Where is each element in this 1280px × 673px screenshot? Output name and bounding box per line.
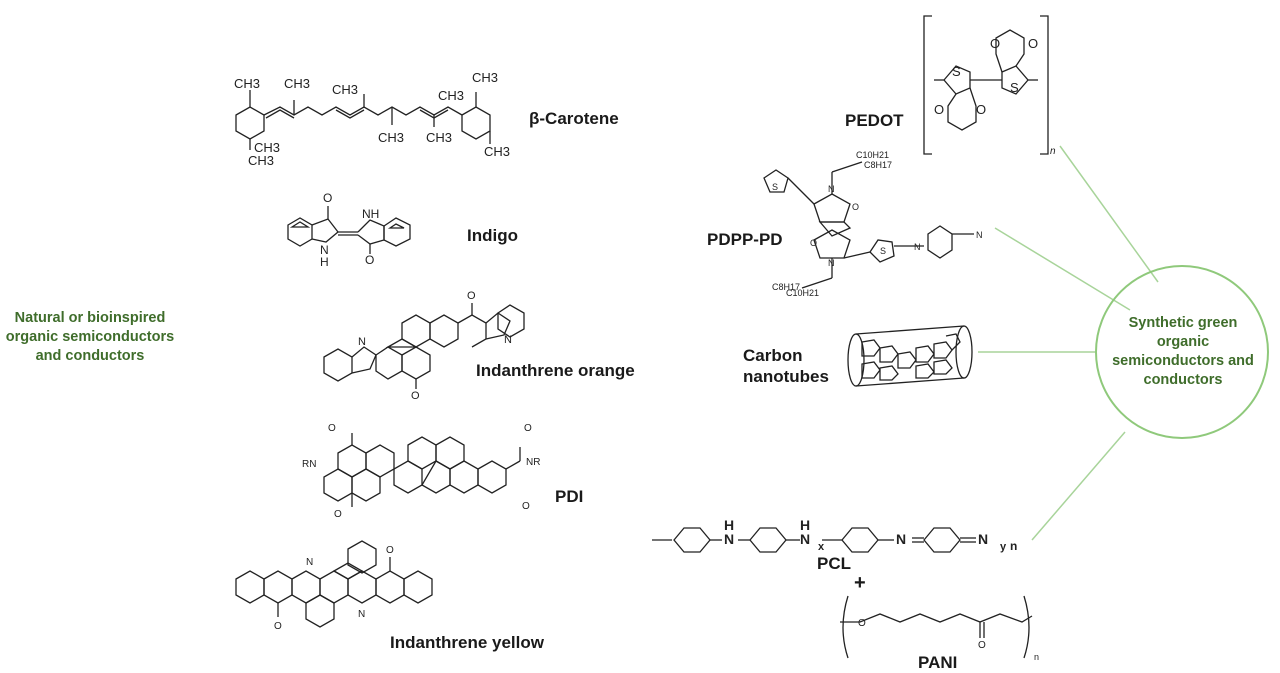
pani-label: PANI bbox=[918, 653, 958, 672]
plus-sign: + bbox=[854, 572, 866, 594]
svg-text:CH3: CH3 bbox=[284, 76, 310, 91]
svg-text:RN: RN bbox=[302, 459, 316, 470]
svg-text:O: O bbox=[467, 290, 476, 302]
svg-text:N: N bbox=[800, 531, 810, 547]
svg-text:N: N bbox=[724, 531, 734, 547]
indigo-label: Indigo bbox=[467, 226, 518, 245]
svg-text:N: N bbox=[976, 230, 983, 240]
svg-text:N: N bbox=[896, 531, 906, 547]
pcl-label: PCL bbox=[817, 554, 851, 573]
svg-text:O: O bbox=[386, 545, 394, 556]
beta-carotene-label: β-Carotene bbox=[529, 109, 619, 128]
svg-text:O: O bbox=[990, 36, 1000, 51]
svg-text:O: O bbox=[365, 253, 374, 267]
svg-text:O: O bbox=[522, 501, 530, 512]
svg-text:CH3: CH3 bbox=[484, 144, 510, 159]
svg-text:NH: NH bbox=[362, 207, 379, 221]
svg-text:O: O bbox=[323, 191, 332, 205]
svg-text:H: H bbox=[320, 255, 329, 269]
svg-text:n: n bbox=[1050, 146, 1056, 157]
indanthrene-yellow-structure: O O N N bbox=[235, 540, 433, 632]
svg-text:H: H bbox=[724, 517, 734, 533]
indanthrene-yellow-label: Indanthrene yellow bbox=[390, 633, 544, 652]
svg-text:n: n bbox=[1034, 652, 1039, 662]
svg-text:O: O bbox=[978, 640, 986, 651]
svg-text:S: S bbox=[880, 246, 886, 256]
svg-text:CH3: CH3 bbox=[248, 153, 274, 168]
synthetic-group-label: Synthetic green organic semiconductors a… bbox=[1112, 315, 1254, 388]
natural-group-label: Natural or bioinspired organic semicondu… bbox=[5, 310, 175, 364]
svg-text:CH3: CH3 bbox=[332, 82, 358, 97]
pedot-label: PEDOT bbox=[845, 111, 904, 130]
svg-text:S: S bbox=[952, 64, 961, 79]
svg-text:O: O bbox=[328, 423, 336, 434]
svg-text:S: S bbox=[1010, 80, 1019, 95]
carbon-nanotube-structure bbox=[847, 325, 973, 387]
svg-text:N: N bbox=[358, 336, 366, 348]
svg-text:S: S bbox=[772, 182, 778, 192]
connector-pcl bbox=[1031, 431, 1126, 541]
svg-text:C10H21: C10H21 bbox=[786, 288, 819, 298]
svg-text:N: N bbox=[504, 334, 512, 346]
svg-text:O: O bbox=[852, 202, 859, 212]
pdpp-pd-label: PDPP-PD bbox=[707, 230, 783, 249]
svg-text:N: N bbox=[358, 609, 365, 620]
svg-text:O: O bbox=[334, 509, 342, 520]
svg-text:C8H17: C8H17 bbox=[772, 282, 800, 292]
svg-text:N: N bbox=[978, 531, 988, 547]
svg-text:C10H21: C10H21 bbox=[856, 150, 889, 160]
svg-text:CH3: CH3 bbox=[254, 140, 280, 155]
carbon-nanotubes-label: Carbon nanotubes bbox=[743, 346, 829, 386]
svg-text:CH3: CH3 bbox=[472, 70, 498, 85]
indanthrene-orange-label: Indanthrene orange bbox=[476, 361, 635, 380]
svg-text:n: n bbox=[1010, 539, 1017, 553]
pdi-label: PDI bbox=[555, 487, 584, 506]
pdpp-pd-structure: S S N N O O N N C10H21 C8H17 C8H17 C10H2… bbox=[763, 150, 983, 298]
svg-text:x: x bbox=[818, 541, 825, 553]
svg-text:N: N bbox=[306, 557, 313, 568]
svg-text:NR: NR bbox=[526, 457, 540, 468]
svg-text:N: N bbox=[914, 242, 921, 252]
pcl-structure: H N H N x N N y n bbox=[652, 517, 1017, 553]
svg-text:CH3: CH3 bbox=[378, 130, 404, 145]
svg-text:O: O bbox=[810, 238, 817, 248]
svg-text:O: O bbox=[976, 102, 986, 117]
svg-text:CH3: CH3 bbox=[426, 130, 452, 145]
pani-structure: O O n bbox=[840, 595, 1039, 662]
pdi-structure: O O RN NR O O bbox=[302, 423, 540, 520]
svg-text:O: O bbox=[934, 102, 944, 117]
pedot-structure: S S O O O O n bbox=[923, 15, 1056, 157]
svg-text:O: O bbox=[274, 621, 282, 632]
svg-text:C8H17: C8H17 bbox=[864, 160, 892, 170]
beta-carotene-structure: CH3 CH3 CH3 CH3 CH3 CH3 CH3 CH3 CH3 CH3 bbox=[234, 70, 510, 168]
svg-text:CH3: CH3 bbox=[438, 88, 464, 103]
svg-text:y: y bbox=[1000, 541, 1007, 553]
svg-text:H: H bbox=[800, 517, 810, 533]
svg-text:O: O bbox=[524, 423, 532, 434]
indigo-structure: O O NH N H bbox=[287, 191, 411, 269]
svg-text:O: O bbox=[858, 618, 866, 629]
svg-text:O: O bbox=[1028, 36, 1038, 51]
svg-text:O: O bbox=[411, 390, 420, 402]
svg-text:N: N bbox=[828, 258, 835, 268]
connector-pdpp bbox=[994, 227, 1131, 311]
svg-text:N: N bbox=[828, 184, 835, 194]
connector-pedot bbox=[1059, 145, 1159, 283]
svg-text:N: N bbox=[320, 243, 329, 257]
svg-text:CH3: CH3 bbox=[234, 76, 260, 91]
synthetic-group-circle bbox=[1095, 265, 1269, 439]
indanthrene-orange-structure: O O N N bbox=[323, 290, 525, 402]
